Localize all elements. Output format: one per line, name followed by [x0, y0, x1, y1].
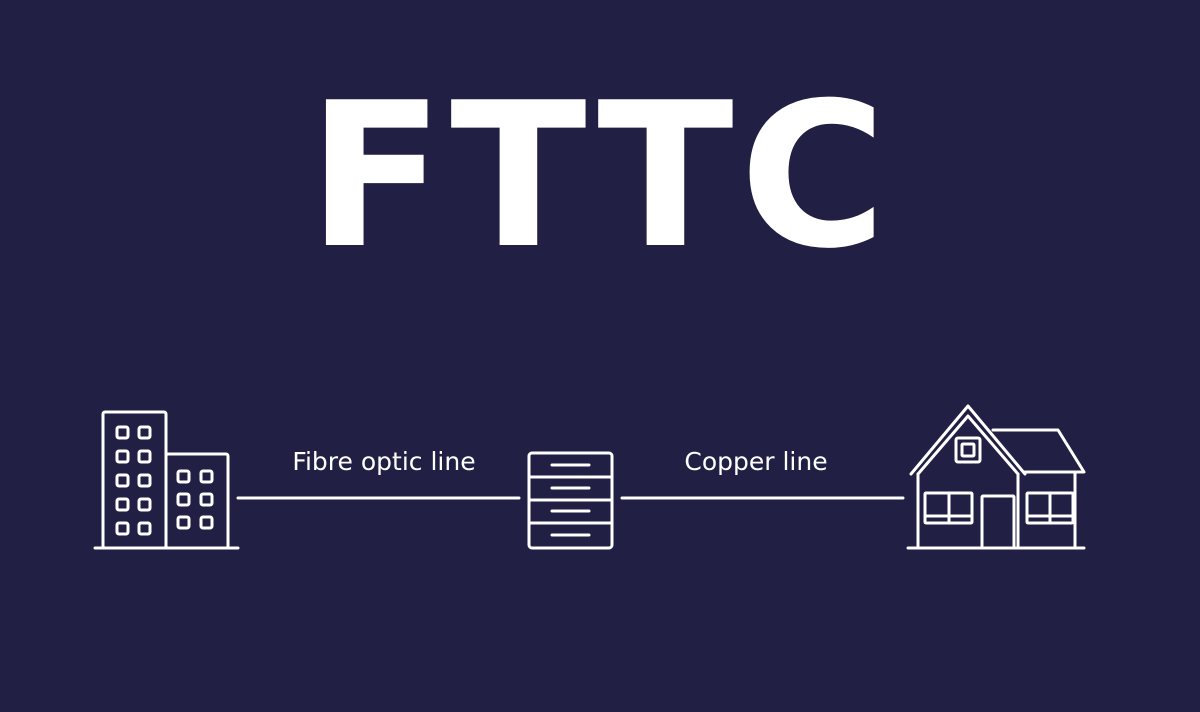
office-building-icon	[93, 410, 240, 550]
street-cabinet-icon	[527, 451, 614, 550]
copper-line-label: Copper line	[684, 447, 828, 476]
page-title: FTTC	[307, 60, 893, 293]
house-icon	[906, 404, 1086, 550]
fibre-optic-line-label: Fibre optic line	[292, 447, 476, 476]
